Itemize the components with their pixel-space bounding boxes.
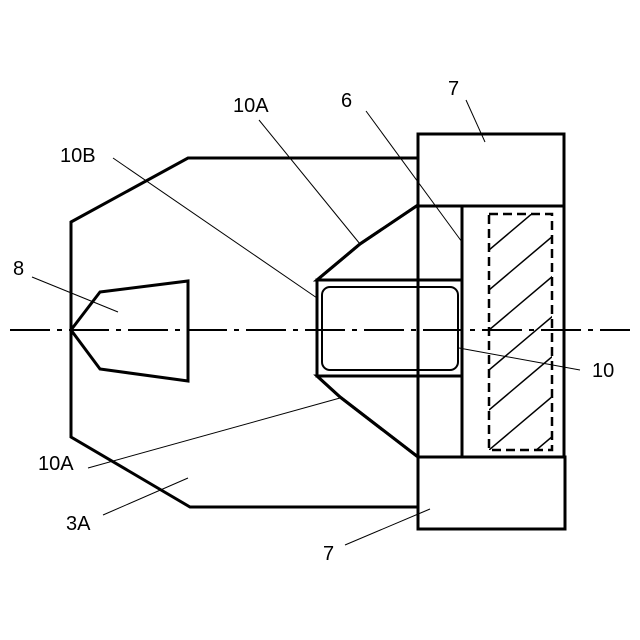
leader-10a-top xyxy=(259,120,360,244)
leader-3a xyxy=(103,478,188,515)
leader-10 xyxy=(459,348,580,370)
leader-10a-bottom xyxy=(88,398,340,468)
leader-8 xyxy=(32,277,118,312)
label-10a-top: 10A xyxy=(233,95,269,117)
label-7-bottom: 7 xyxy=(323,543,334,565)
label-10a-bottom: 10A xyxy=(38,453,74,475)
block-7-bottom xyxy=(418,457,565,529)
element-10 xyxy=(322,287,458,370)
label-10b: 10B xyxy=(60,145,96,167)
leader-7-top xyxy=(466,100,485,142)
leader-6 xyxy=(366,111,462,242)
block-7-top xyxy=(418,134,564,206)
leader-10b xyxy=(113,158,317,298)
element-10-outer xyxy=(317,280,462,376)
hatched-component xyxy=(489,190,560,490)
label-10: 10 xyxy=(592,360,614,382)
label-7-top: 7 xyxy=(448,78,459,100)
label-3a: 3A xyxy=(66,513,91,535)
hatched-component-outline xyxy=(489,214,552,450)
housing-outline xyxy=(71,158,418,507)
label-8: 8 xyxy=(13,258,24,280)
label-6: 6 xyxy=(341,90,352,112)
